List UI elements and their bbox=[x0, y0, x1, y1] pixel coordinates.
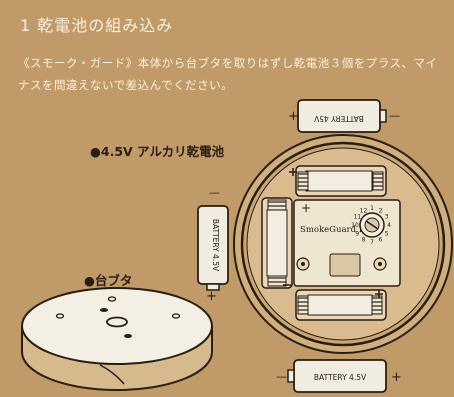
device-brand: SmokeGuard III bbox=[300, 225, 369, 235]
device-plus-mark: + bbox=[301, 201, 311, 215]
battery-left-plus: + bbox=[206, 289, 217, 304]
dial-number: 6 bbox=[379, 237, 383, 244]
dial-number: 8 bbox=[362, 237, 366, 244]
dial-number: 9 bbox=[355, 231, 359, 238]
battery-top-minus: — bbox=[389, 109, 400, 122]
dial-number: 12 bbox=[360, 207, 368, 214]
dial-number: 11 bbox=[353, 214, 361, 221]
alkaline-battery-label: ●4.5V アルカリ乾電池 bbox=[90, 144, 225, 159]
bottom-lid-illustration bbox=[21, 287, 213, 391]
section-title: 1 乾電池の組み込み bbox=[20, 16, 174, 35]
dial-number: 10 bbox=[351, 222, 359, 229]
battery-left: BATTERY 4.5V — + bbox=[197, 186, 229, 304]
battery-bottom: BATTERY 4.5V — + bbox=[276, 359, 402, 393]
battery-bottom-minus: — bbox=[276, 370, 287, 383]
battery-bottom-plus: + bbox=[391, 370, 402, 385]
battery-top: BATTERY 45V + — bbox=[288, 99, 400, 133]
dial-number: 4 bbox=[387, 222, 391, 229]
dial-number: 2 bbox=[379, 207, 383, 214]
bottom-lid-label: ●台ブタ bbox=[84, 273, 133, 288]
dial-number: 1 bbox=[370, 205, 374, 212]
instruction-text: 《スモーク・ガード》本体から台ブタを取りはずし乾電池３個をプラス、マイナスを間違… bbox=[18, 56, 438, 92]
battery-top-plus: + bbox=[288, 109, 299, 124]
dial-number: 7 bbox=[370, 239, 374, 246]
dial-number: 3 bbox=[385, 214, 389, 221]
dial-number: 5 bbox=[385, 231, 389, 238]
battery-left-minus: — bbox=[209, 186, 220, 199]
battery-bottom-label: BATTERY 4.5V bbox=[314, 373, 367, 382]
battery-top-label: BATTERY 45V bbox=[313, 114, 364, 123]
battery-left-label: BATTERY 4.5V bbox=[211, 219, 220, 272]
